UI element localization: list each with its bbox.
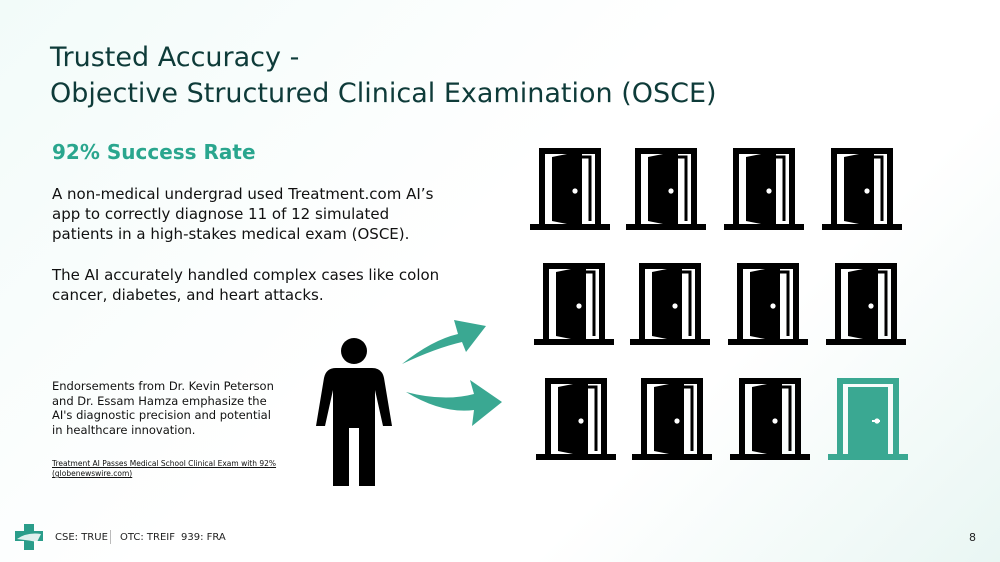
- title-line-1: Trusted Accuracy -: [50, 42, 300, 73]
- door-icon: [730, 378, 810, 460]
- description-paragraph-1: A non-medical undergrad used Treatment.c…: [52, 185, 434, 243]
- straight-arrow-icon: [406, 380, 502, 426]
- title-line-2: Objective Structured Clinical Examinatio…: [50, 78, 717, 109]
- door-icon: [630, 263, 710, 345]
- slide-title: Trusted Accuracy - Objective Structured …: [50, 40, 717, 112]
- source-link[interactable]: Treatment AI Passes Medical School Clini…: [52, 459, 277, 478]
- door-icon: [826, 263, 906, 345]
- door-icon: [728, 263, 808, 345]
- door-icon: [534, 263, 614, 345]
- ticker-otc: OTC: TREIF: [120, 532, 175, 543]
- door-icon: [724, 148, 804, 230]
- door-icon: [632, 378, 712, 460]
- footer-divider: [110, 530, 111, 544]
- door-icon-highlighted: [828, 378, 908, 460]
- ticker-cse: CSE: TRUE: [55, 532, 108, 543]
- door-icon: [626, 148, 706, 230]
- person-icon: [316, 338, 392, 486]
- description-paragraph-2: The AI accurately handled complex cases …: [52, 266, 440, 304]
- logo-icon: [15, 524, 43, 550]
- door-icon: [530, 148, 610, 230]
- endorsement-text: Endorsements from Dr. Kevin Peterson and…: [52, 379, 274, 437]
- success-rate-heading: 92% Success Rate: [52, 140, 256, 164]
- page-number: 8: [969, 531, 976, 544]
- ticker-fra: 939: FRA: [181, 532, 226, 543]
- door-icon: [536, 378, 616, 460]
- curved-arrow-icon: [402, 320, 486, 364]
- door-icon: [822, 148, 902, 230]
